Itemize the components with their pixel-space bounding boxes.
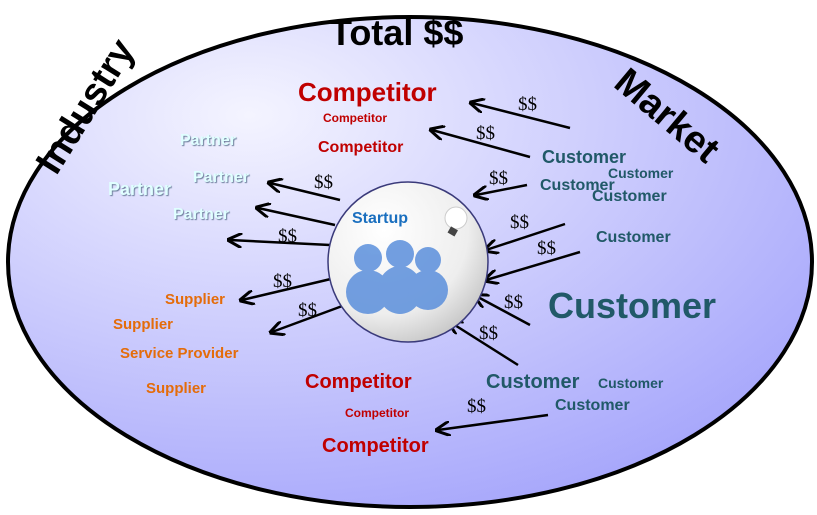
customer-label: Customer bbox=[598, 375, 664, 391]
supplier-label: Supplier bbox=[146, 380, 207, 397]
arrow-icon bbox=[270, 183, 341, 202]
competitor-label: Competitor bbox=[305, 371, 412, 393]
money-label: $$ bbox=[504, 292, 523, 313]
money-label: $$ bbox=[510, 212, 529, 233]
money-label: $$ bbox=[314, 172, 333, 193]
diagram-title: Total $$ bbox=[330, 12, 464, 53]
customer-label: Customer bbox=[548, 285, 717, 326]
arrow-icon bbox=[486, 222, 566, 250]
competitor-label: Competitor bbox=[345, 406, 409, 420]
arrow-icon bbox=[432, 130, 531, 159]
arrow-icon bbox=[272, 303, 346, 332]
partner-label: Partner bbox=[173, 206, 230, 223]
competitor-label: Competitor bbox=[323, 111, 387, 125]
people-group-icon bbox=[346, 240, 448, 314]
arrow-icon bbox=[472, 103, 571, 130]
customer-label: Customer bbox=[486, 371, 580, 393]
competitor-label: Competitor bbox=[298, 77, 437, 107]
money-label: $$ bbox=[476, 123, 495, 144]
money-label: $$ bbox=[537, 238, 556, 259]
partner-label: Partner bbox=[180, 132, 237, 149]
customer-label: Customer bbox=[596, 229, 671, 246]
arrow-icon bbox=[476, 183, 528, 195]
money-label: $$ bbox=[489, 168, 508, 189]
competitor-label: Competitor bbox=[318, 139, 404, 156]
service-provider-label: Service Provider bbox=[120, 345, 239, 362]
arrow-icon bbox=[242, 276, 336, 300]
arrow-icon bbox=[230, 240, 331, 245]
arrow-icon bbox=[438, 413, 549, 430]
partner-label: Partner bbox=[193, 169, 250, 186]
startup-label: Startup bbox=[352, 210, 408, 227]
customer-label: Customer bbox=[542, 147, 627, 167]
money-label: $$ bbox=[278, 226, 297, 247]
money-label: $$ bbox=[298, 300, 317, 321]
arrow-icon bbox=[476, 296, 531, 327]
money-label: $$ bbox=[467, 396, 486, 417]
partner-label: Partner bbox=[108, 179, 172, 199]
supplier-label: Supplier bbox=[113, 316, 174, 333]
customer-label: Customer bbox=[540, 177, 615, 194]
customer-label: Customer bbox=[555, 397, 630, 414]
customer-label: Customer bbox=[592, 188, 667, 205]
money-label: $$ bbox=[518, 94, 537, 115]
arrow-icon bbox=[486, 250, 581, 280]
arrow-icon bbox=[450, 322, 519, 367]
customer-label: Customer bbox=[608, 165, 674, 181]
supplier-label: Supplier bbox=[165, 291, 226, 308]
arrow-icon bbox=[258, 208, 336, 227]
lightbulb-icon bbox=[444, 206, 468, 237]
money-label: $$ bbox=[479, 323, 498, 344]
money-label: $$ bbox=[273, 271, 292, 292]
competitor-label: Competitor bbox=[322, 435, 429, 457]
